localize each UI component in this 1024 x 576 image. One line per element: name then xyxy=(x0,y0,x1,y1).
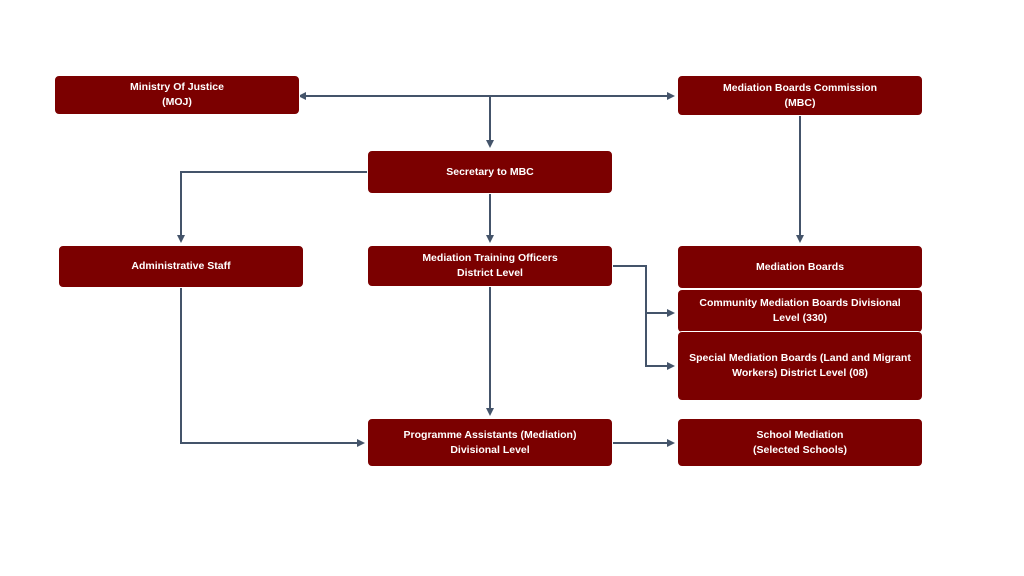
node-label: Community Mediation Boards Divisional Le… xyxy=(699,297,901,324)
node-administrative-staff: Administrative Staff xyxy=(58,245,304,288)
node-label: Administrative Staff xyxy=(131,260,231,272)
node-programme-assistants: Programme Assistants (Mediation) Divisio… xyxy=(367,418,613,467)
node-label: Mediation Training Officers xyxy=(422,252,558,264)
node-label: Secretary to MBC xyxy=(446,165,534,178)
node-sublabel: Divisional Level xyxy=(450,443,530,456)
node-mediation-boards: Mediation Boards xyxy=(677,245,923,289)
connector-admin-to-programme xyxy=(180,288,365,447)
node-label: Mediation Boards Commission xyxy=(722,81,878,94)
node-mediation-boards-commission: Mediation Boards Commission (MBC) xyxy=(677,75,923,116)
node-mediation-training-officers: Mediation Training Officers District Lev… xyxy=(367,245,613,287)
node-sublabel: (MBC) xyxy=(784,96,816,109)
node-label: School Mediation xyxy=(756,428,844,441)
node-sublabel: District Level xyxy=(457,267,523,279)
node-sublabel: (Selected Schools) xyxy=(753,443,847,456)
connector-mto-to-community xyxy=(613,265,675,317)
node-label: Ministry Of Justice xyxy=(130,81,224,93)
connector-mto-to-special xyxy=(645,313,675,370)
node-label: Mediation Boards xyxy=(755,260,845,273)
node-secretary-to-mbc: Secretary to MBC xyxy=(367,150,613,194)
node-sublabel: (MOJ) xyxy=(162,96,192,108)
node-school-mediation: School Mediation (Selected Schools) xyxy=(677,418,923,467)
node-community-mediation-boards: Community Mediation Boards Divisional Le… xyxy=(677,289,923,333)
node-special-mediation-boards: Special Mediation Boards (Land and Migra… xyxy=(677,331,923,401)
connector-secretary-to-admin xyxy=(177,171,367,243)
node-ministry-of-justice: Ministry Of Justice (MOJ) xyxy=(54,75,300,115)
node-label: Programme Assistants (Mediation) xyxy=(403,428,577,441)
node-label: Special Mediation Boards (Land and Migra… xyxy=(689,352,911,379)
